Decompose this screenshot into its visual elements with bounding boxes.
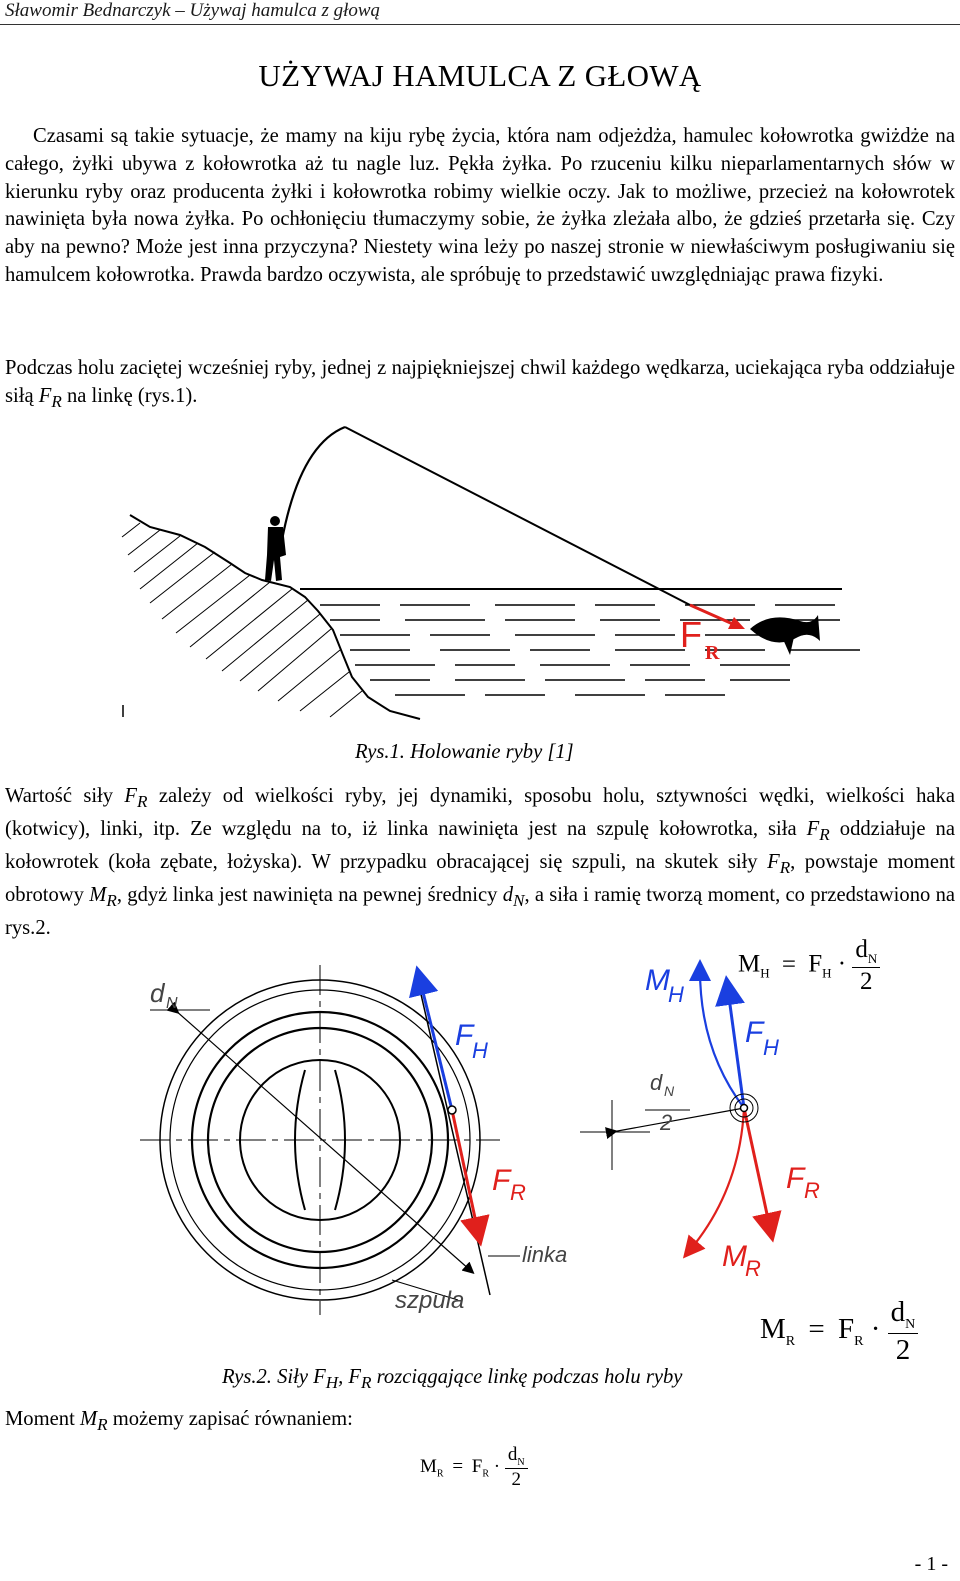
fig2-FR-label: F	[492, 1164, 512, 1197]
figure-2-spool-forces: d N F H F R linka szpula d N 2 M H F H F…	[140, 959, 820, 1315]
fig2-dN-sub: N	[166, 995, 178, 1012]
fig2-dN2-sub: N	[664, 1083, 675, 1099]
paragraph-hol: Podczas holu zaciętej wcześniej ryby, je…	[5, 357, 955, 411]
fig2-FH-label: F	[455, 1019, 475, 1052]
fig2-FH-sub: H	[472, 1038, 488, 1063]
fig2-MR-sub: R	[745, 1256, 761, 1281]
fig2-FR-label-right: F	[786, 1162, 806, 1195]
paragraph-moment: Moment MR możemy zapisać równaniem:	[5, 1408, 353, 1435]
running-header: Sławomir Bednarczyk – Używaj hamulca z g…	[5, 0, 381, 21]
fig2-FR-sub: R	[510, 1180, 526, 1205]
page-number: - 1 -	[914, 1553, 948, 1575]
fig1-force-subscript: R	[705, 642, 720, 664]
paragraph-force: Wartość siły FR zależy od wielkości ryby…	[5, 785, 956, 939]
figure-1-fishing: F R	[121, 425, 860, 720]
fig2-MH-sub: H	[668, 982, 684, 1007]
fig2-linka-label: linka	[522, 1242, 567, 1267]
fig2-FR-sub-right: R	[804, 1178, 820, 1203]
header-rule	[0, 24, 960, 25]
fig2-MR-label: M	[722, 1240, 747, 1273]
figure-1-caption: Rys.1. Holowanie ryby [1]	[355, 741, 574, 763]
paragraph-intro: Czasami są takie sytuacje, że mamy na ki…	[5, 125, 955, 286]
fig2-dN2-den: 2	[659, 1110, 672, 1135]
fig2-szpula-label: szpula	[395, 1287, 464, 1314]
article-title: UŻYWAJ HAMULCA Z GŁOWĄ	[258, 58, 702, 93]
fig2-MH-label: M	[645, 964, 670, 997]
fig2-FH-sub-right: H	[763, 1035, 779, 1060]
fig2-dN-label: d	[150, 978, 166, 1008]
fig2-FH-label-right: F	[745, 1016, 765, 1049]
fig2-dN2-num: d	[650, 1070, 663, 1095]
figure-2-caption: Rys.2. Siły FH, FR rozciągające linkę po…	[222, 1366, 683, 1393]
fig1-force-label: F	[680, 614, 702, 655]
